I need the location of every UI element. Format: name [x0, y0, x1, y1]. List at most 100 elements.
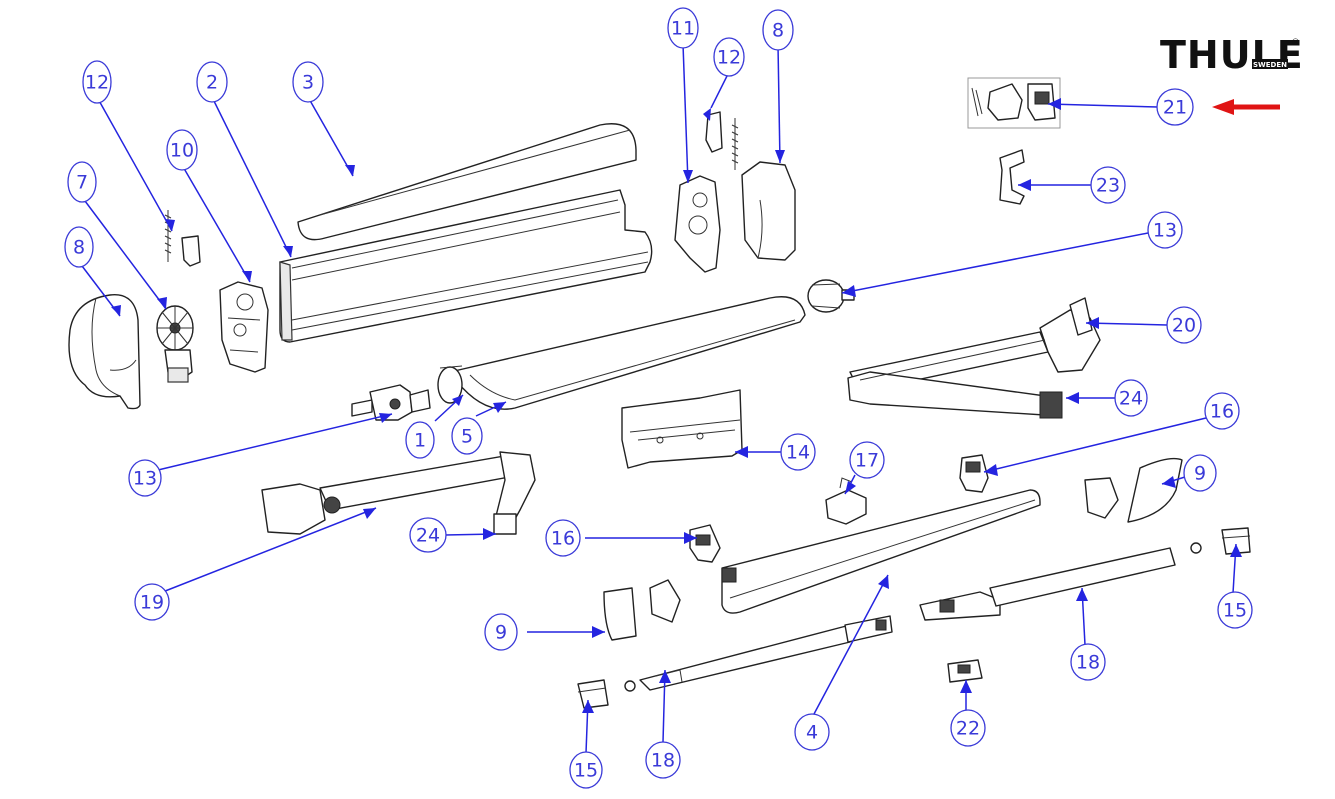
callout-circle: [645, 741, 681, 779]
part-end-cap-left: [68, 294, 141, 410]
callout-label: 3: [302, 72, 314, 94]
callout-circle: [67, 161, 97, 203]
logo-sub-box: [1252, 59, 1288, 69]
callout-c16a: 16: [545, 519, 581, 557]
leader-arrowheads: [111, 98, 1242, 713]
part-case-profile: [279, 189, 653, 343]
callout-label: 12: [85, 72, 109, 94]
callout-circle: [409, 517, 447, 553]
callout-circle: [762, 9, 794, 51]
callout-label: 21: [1163, 97, 1187, 119]
part-small-bracket: [825, 477, 867, 525]
callout-label: 19: [140, 592, 164, 614]
callout-c23: 23: [1090, 166, 1126, 204]
part-wall-bracket: [947, 659, 983, 683]
part-center-bracket: [621, 389, 743, 469]
callout-label: 10: [170, 140, 194, 162]
callout-c9b: 9: [1183, 454, 1217, 492]
callout-label: 18: [1076, 652, 1100, 674]
callout-c15b: 15: [1217, 591, 1253, 629]
logo-registered-mark: ®: [1291, 38, 1300, 48]
callout-c8a: 8: [64, 226, 94, 268]
part-clamp-left: [689, 524, 721, 563]
callout-label: 9: [1194, 463, 1206, 485]
callout-circle: [794, 713, 830, 751]
callout-circle: [196, 61, 228, 103]
callout-label: 15: [1223, 600, 1247, 622]
callout-label: 1: [414, 430, 426, 452]
part-foot-right: [1221, 527, 1251, 555]
callout-c12a: 12: [82, 60, 112, 104]
part-bearing-left: [351, 384, 431, 421]
callout-label: 15: [574, 760, 598, 782]
callout-circle: [405, 421, 435, 459]
callout-circle: [1147, 211, 1183, 249]
callout-circle: [950, 709, 986, 747]
part-support-leg-right: [919, 542, 1202, 621]
part-kit-inset: [967, 77, 1061, 129]
callout-circle: [569, 751, 603, 789]
callout-label: 13: [1153, 220, 1177, 242]
callout-c22: 22: [950, 709, 986, 747]
callout-label: 8: [772, 20, 784, 42]
callout-circle: [713, 37, 745, 77]
callout-label: 14: [786, 442, 810, 464]
callout-c24a: 24: [409, 517, 447, 553]
part-front-cover: [297, 123, 637, 241]
logo-brand: THULE: [1160, 33, 1304, 77]
callout-c19: 19: [134, 583, 170, 621]
callout-c13b: 13: [1147, 211, 1183, 249]
part-front-bar: [721, 489, 1041, 614]
callout-label: 22: [956, 718, 980, 740]
callout-c12b: 12: [713, 37, 745, 77]
callout-circle: [166, 129, 198, 171]
part-gear-housing-left: [219, 281, 269, 373]
callout-c18a: 18: [645, 741, 681, 779]
part-spring-drum: [156, 305, 194, 383]
part-gear-housing-right: [674, 175, 721, 273]
callout-label: 20: [1172, 315, 1196, 337]
part-bearing-right: [807, 279, 855, 313]
callout-circle: [1090, 166, 1126, 204]
part-clamp-right: [959, 454, 989, 493]
part-end-piece-left: [603, 579, 681, 641]
callout-circle: [545, 519, 581, 557]
callout-label: 9: [495, 622, 507, 644]
part-spring-bracket-left: [164, 210, 201, 267]
part-fabric-roll: [449, 296, 806, 410]
callout-c5: 5: [451, 417, 483, 455]
callout-label: 16: [1210, 401, 1234, 423]
callout-c16b: 16: [1204, 392, 1240, 430]
callout-c4: 4: [794, 713, 830, 751]
callout-label: 12: [717, 47, 741, 69]
part-clip: [999, 149, 1025, 205]
callout-circle: [667, 7, 699, 49]
logo-sub: SWEDEN: [1253, 61, 1287, 69]
callout-c8b: 8: [762, 9, 794, 51]
callout-c13a: 13: [128, 459, 162, 497]
callout-label: 16: [551, 528, 575, 550]
part-support-leg-left: [624, 615, 893, 692]
callout-circle: [64, 226, 94, 268]
callout-c10: 10: [166, 129, 198, 171]
part-end-cap-right: [741, 161, 796, 261]
callout-circle: [1217, 591, 1253, 629]
part-end-piece-right: [1084, 457, 1183, 523]
callout-label: 11: [671, 18, 695, 40]
callout-circle: [1183, 454, 1217, 492]
part-arm-right-upper: [847, 297, 1101, 419]
callout-circle: [292, 61, 324, 103]
callout-c18b: 18: [1070, 643, 1106, 681]
callout-label: 5: [461, 426, 473, 448]
callout-c3: 3: [292, 61, 324, 103]
part-arm-left: [261, 451, 536, 535]
callout-label: 17: [855, 450, 879, 472]
callout-c9a: 9: [484, 613, 518, 651]
part-foot-left: [577, 679, 609, 709]
part-spring-bracket-right: [705, 111, 739, 170]
callout-circle: [451, 417, 483, 455]
callout-label: 24: [416, 525, 440, 547]
callout-c1: 1: [405, 421, 435, 459]
callout-circle: [1114, 379, 1148, 417]
